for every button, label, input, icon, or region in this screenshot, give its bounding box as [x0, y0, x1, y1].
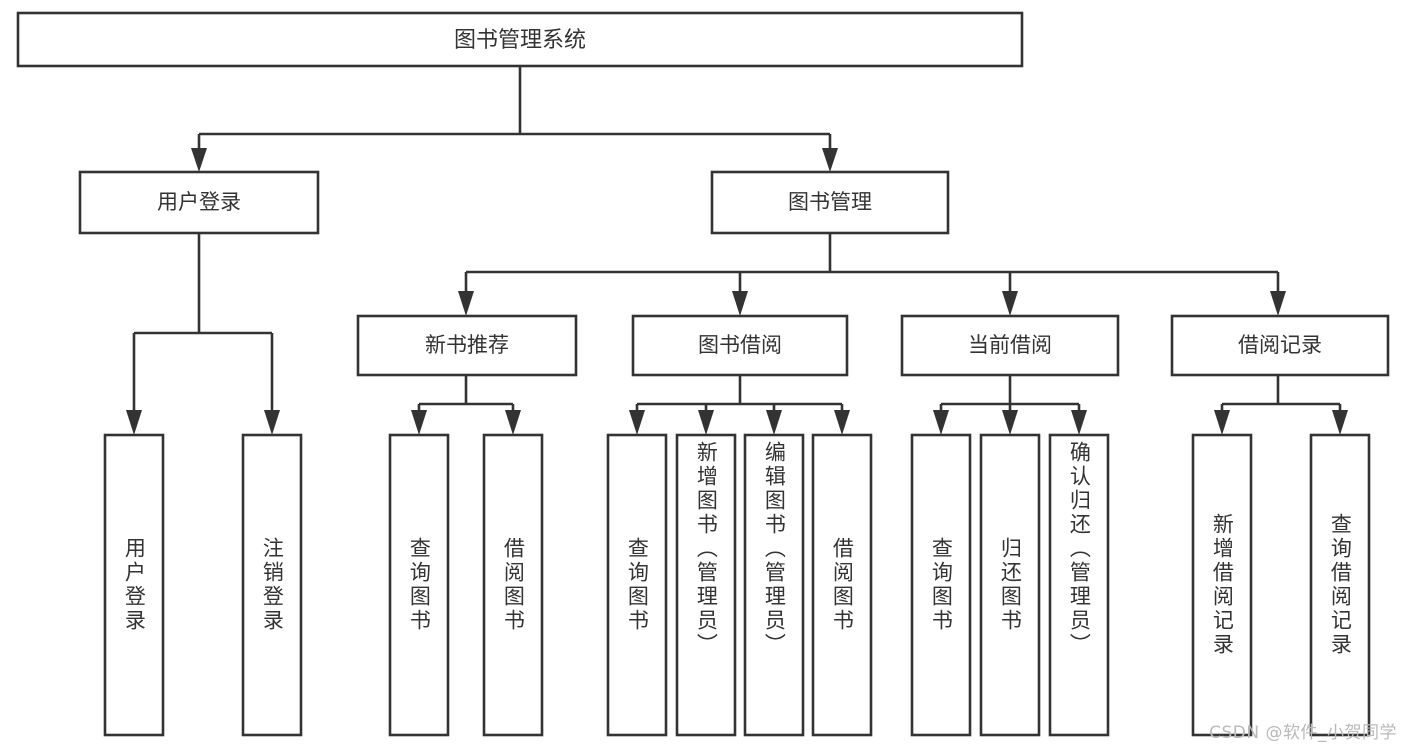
connector-layer: [126, 66, 1348, 435]
leaf-box-book-borrow-2[interactable]: [675, 433, 737, 737]
arrow-icon-currentborrow-leaf-2: [1002, 410, 1018, 435]
arrow-icon-userlogin-leaf-1: [126, 410, 142, 435]
watermark-text: CSDN @软件_小贺同学: [1209, 723, 1397, 743]
arrow-icon-newbook-leaf-2: [505, 410, 521, 435]
leaf-box-current-borrow-3[interactable]: [1048, 433, 1110, 737]
arrow-icon-userlogin-leaf-2: [264, 410, 280, 435]
node-book-management-box[interactable]: [710, 170, 950, 235]
arrow-icon-bookborrow-leaf-1: [629, 410, 645, 435]
leaf-box-borrow-record-1[interactable]: [1191, 433, 1253, 737]
arrow-icon-borrowrecord-leaf-2: [1332, 410, 1348, 435]
leaf-box-new-book-2[interactable]: [482, 433, 544, 737]
node-root-label: 图书管理系统: [454, 28, 586, 53]
leaf-box-new-book-1[interactable]: [388, 433, 450, 737]
leaf-box-borrow-record-2[interactable]: [1309, 433, 1371, 737]
node-current-borrow-box[interactable]: [900, 314, 1120, 377]
arrow-icon-to-userlogin: [191, 148, 207, 172]
arrow-icon-bookborrow-leaf-3: [766, 410, 782, 435]
leaf-box-book-borrow-1[interactable]: [606, 433, 668, 737]
arrow-icon-currentborrow-leaf-1: [933, 410, 949, 435]
node-book-management-label: 图书管理: [788, 190, 872, 214]
leaf-box-current-borrow-2[interactable]: [979, 433, 1041, 737]
node-new-book-recommend-box[interactable]: [356, 314, 578, 377]
arrow-icon-newbook-leaf-1: [411, 410, 427, 435]
node-book-borrow-box[interactable]: [631, 314, 849, 377]
arrow-icon-borrowrecord-leaf-1: [1214, 410, 1230, 435]
node-layer: 图书管理系统 用户登录 图书管理 新书推荐 图书借阅 当前借阅 借阅记录: [16, 11, 1390, 737]
arrow-icon-to-borrowrecord: [1270, 291, 1286, 316]
node-user-login-label: 用户登录: [157, 190, 241, 214]
leaf-box-user-login-2[interactable]: [241, 433, 303, 737]
node-user-login-box[interactable]: [78, 170, 320, 235]
arrow-icon-to-newbook: [458, 291, 474, 316]
node-borrow-record-box[interactable]: [1170, 314, 1390, 377]
node-book-borrow-label: 图书借阅: [698, 333, 782, 357]
arrow-icon-to-currentborrow: [1002, 291, 1018, 316]
leaf-box-book-borrow-4[interactable]: [811, 433, 873, 737]
leaf-box-current-borrow-1[interactable]: [910, 433, 972, 737]
arrow-icon-bookborrow-leaf-2: [698, 410, 714, 435]
arrow-icon-bookborrow-leaf-4: [834, 410, 850, 435]
node-new-book-recommend-label: 新书推荐: [425, 333, 509, 357]
arrow-icon-to-bookmgmt: [822, 148, 838, 172]
node-root-box[interactable]: [16, 11, 1024, 68]
leaf-box-book-borrow-3[interactable]: [743, 433, 805, 737]
arrow-icon-currentborrow-leaf-3: [1071, 410, 1087, 435]
leaf-box-user-login-1[interactable]: [103, 433, 165, 737]
arrow-icon-to-bookborrow: [732, 291, 748, 316]
node-current-borrow-label: 当前借阅: [968, 333, 1052, 357]
node-borrow-record-label: 借阅记录: [1238, 333, 1322, 357]
